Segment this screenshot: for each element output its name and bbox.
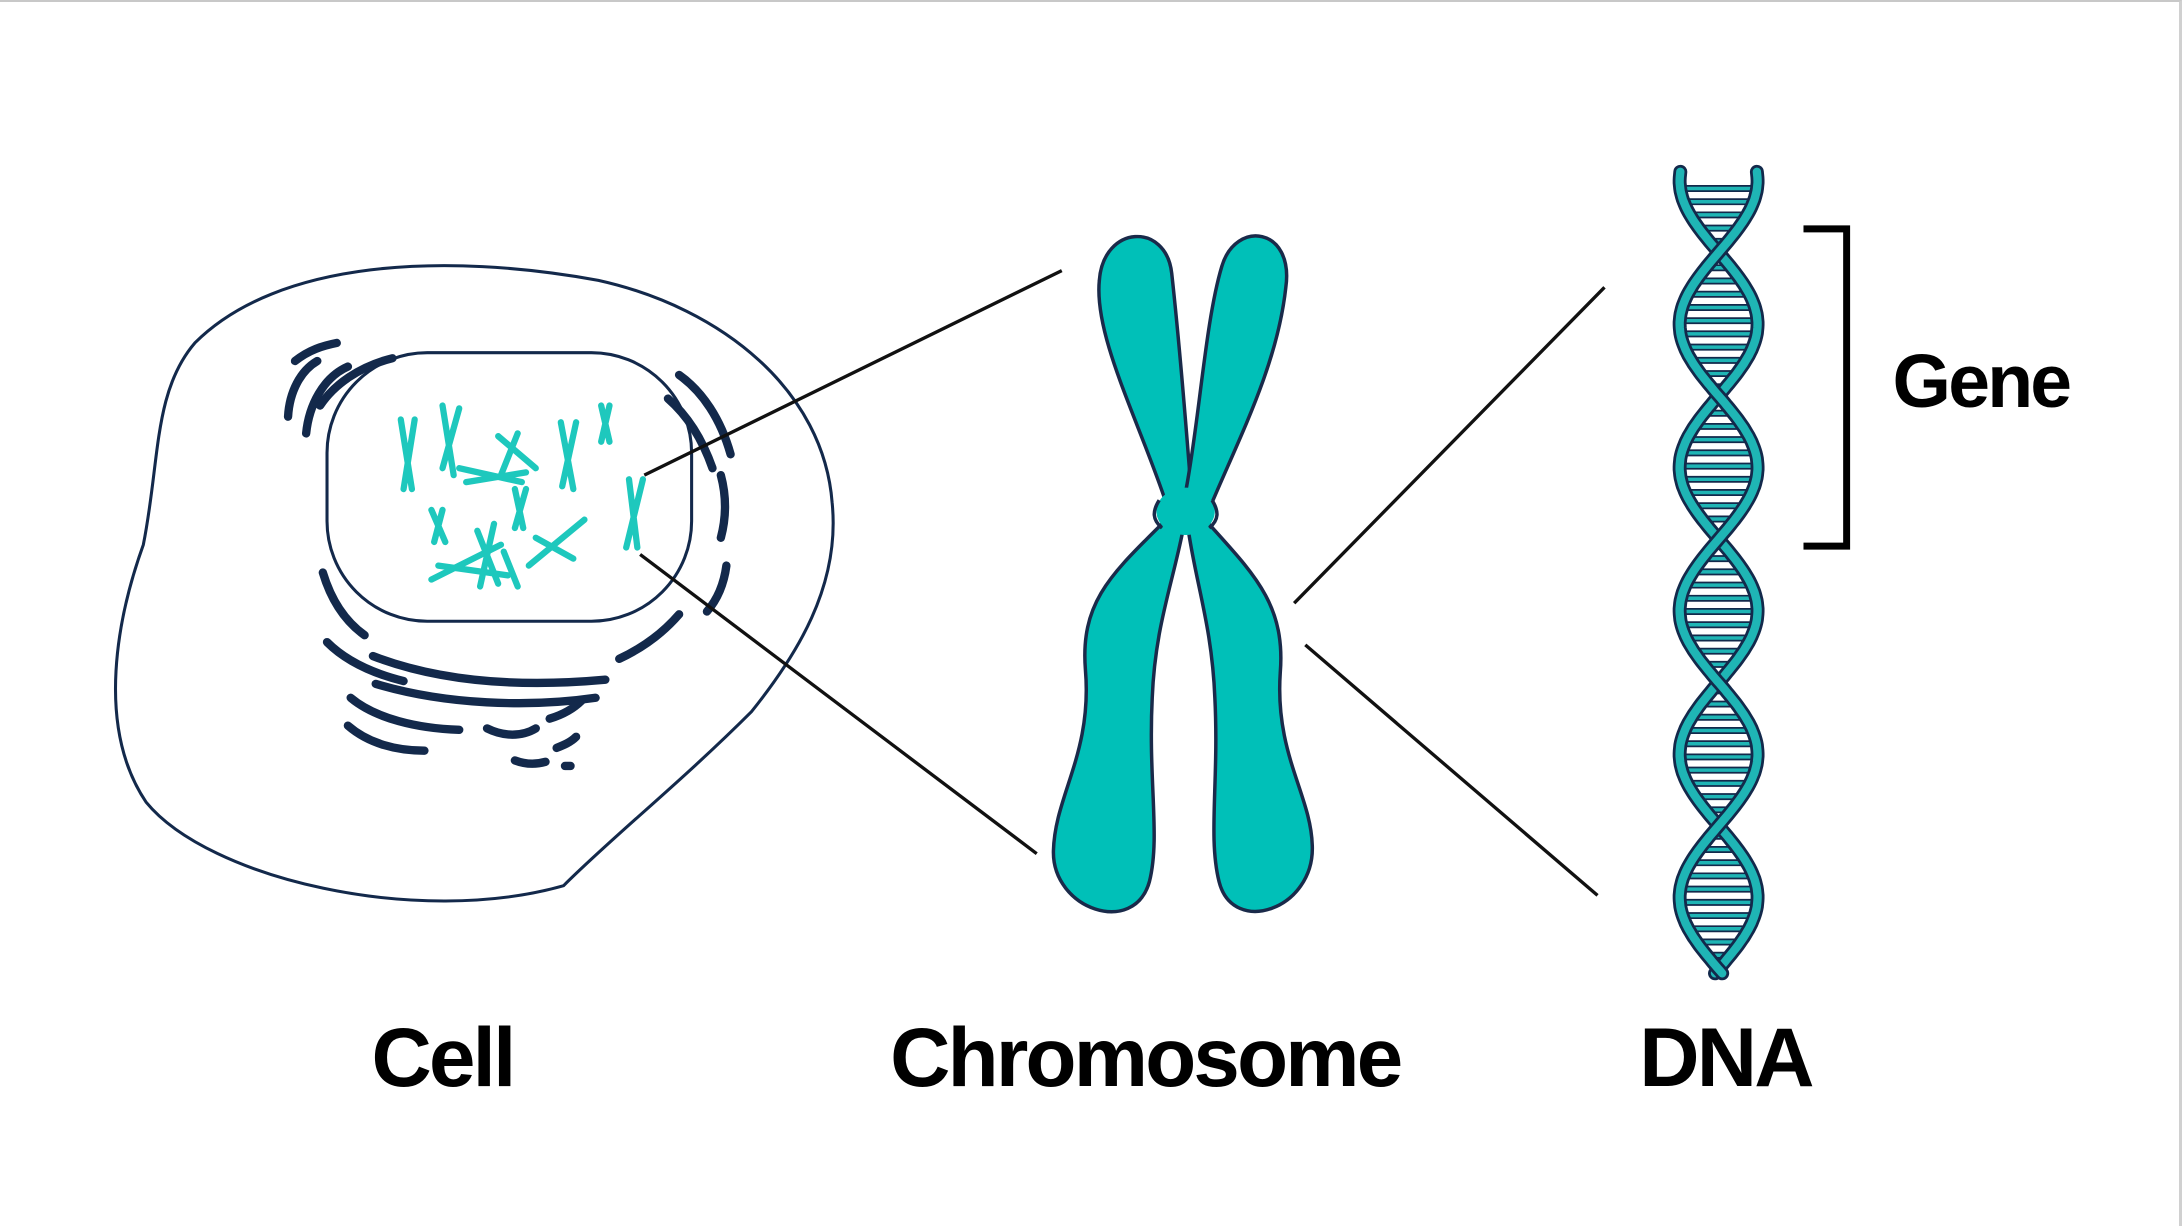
dna-strand-2: [1675, 167, 1762, 978]
nucleus-chromosomes: [397, 402, 647, 590]
zoom-lines: [639, 269, 1606, 897]
nucleus: [325, 351, 694, 623]
gene-bracket: [1803, 225, 1851, 550]
zoom-line-chromosome-bottom: [1304, 643, 1599, 897]
cell-label: Cell: [372, 1010, 514, 1104]
chromosome-lower-left-arm: [1051, 517, 1185, 914]
cell-illustration: [114, 264, 835, 903]
chromosome-illustration: [1051, 234, 1315, 914]
chromosome-lower-right-arm: [1186, 517, 1315, 913]
chromosome-upper-left-arm: [1097, 234, 1193, 505]
dna-label: DNA: [1639, 1010, 1813, 1104]
chromosome-label: Chromosome: [890, 1010, 1401, 1104]
cell-membrane: [114, 264, 835, 903]
endoplasmic-reticulum: [283, 338, 735, 771]
gene-label: Gene: [1893, 339, 2071, 423]
centromere: [1156, 487, 1215, 535]
chromosome-upper-right-arm: [1183, 234, 1289, 508]
dna-strand-1: [1675, 167, 1762, 978]
dna-double-helix: [1672, 164, 1765, 981]
zoom-line-chromosome-top: [1292, 286, 1606, 605]
zoom-line-cell-bottom: [639, 553, 1038, 855]
zoom-line-cell-top: [643, 269, 1063, 477]
